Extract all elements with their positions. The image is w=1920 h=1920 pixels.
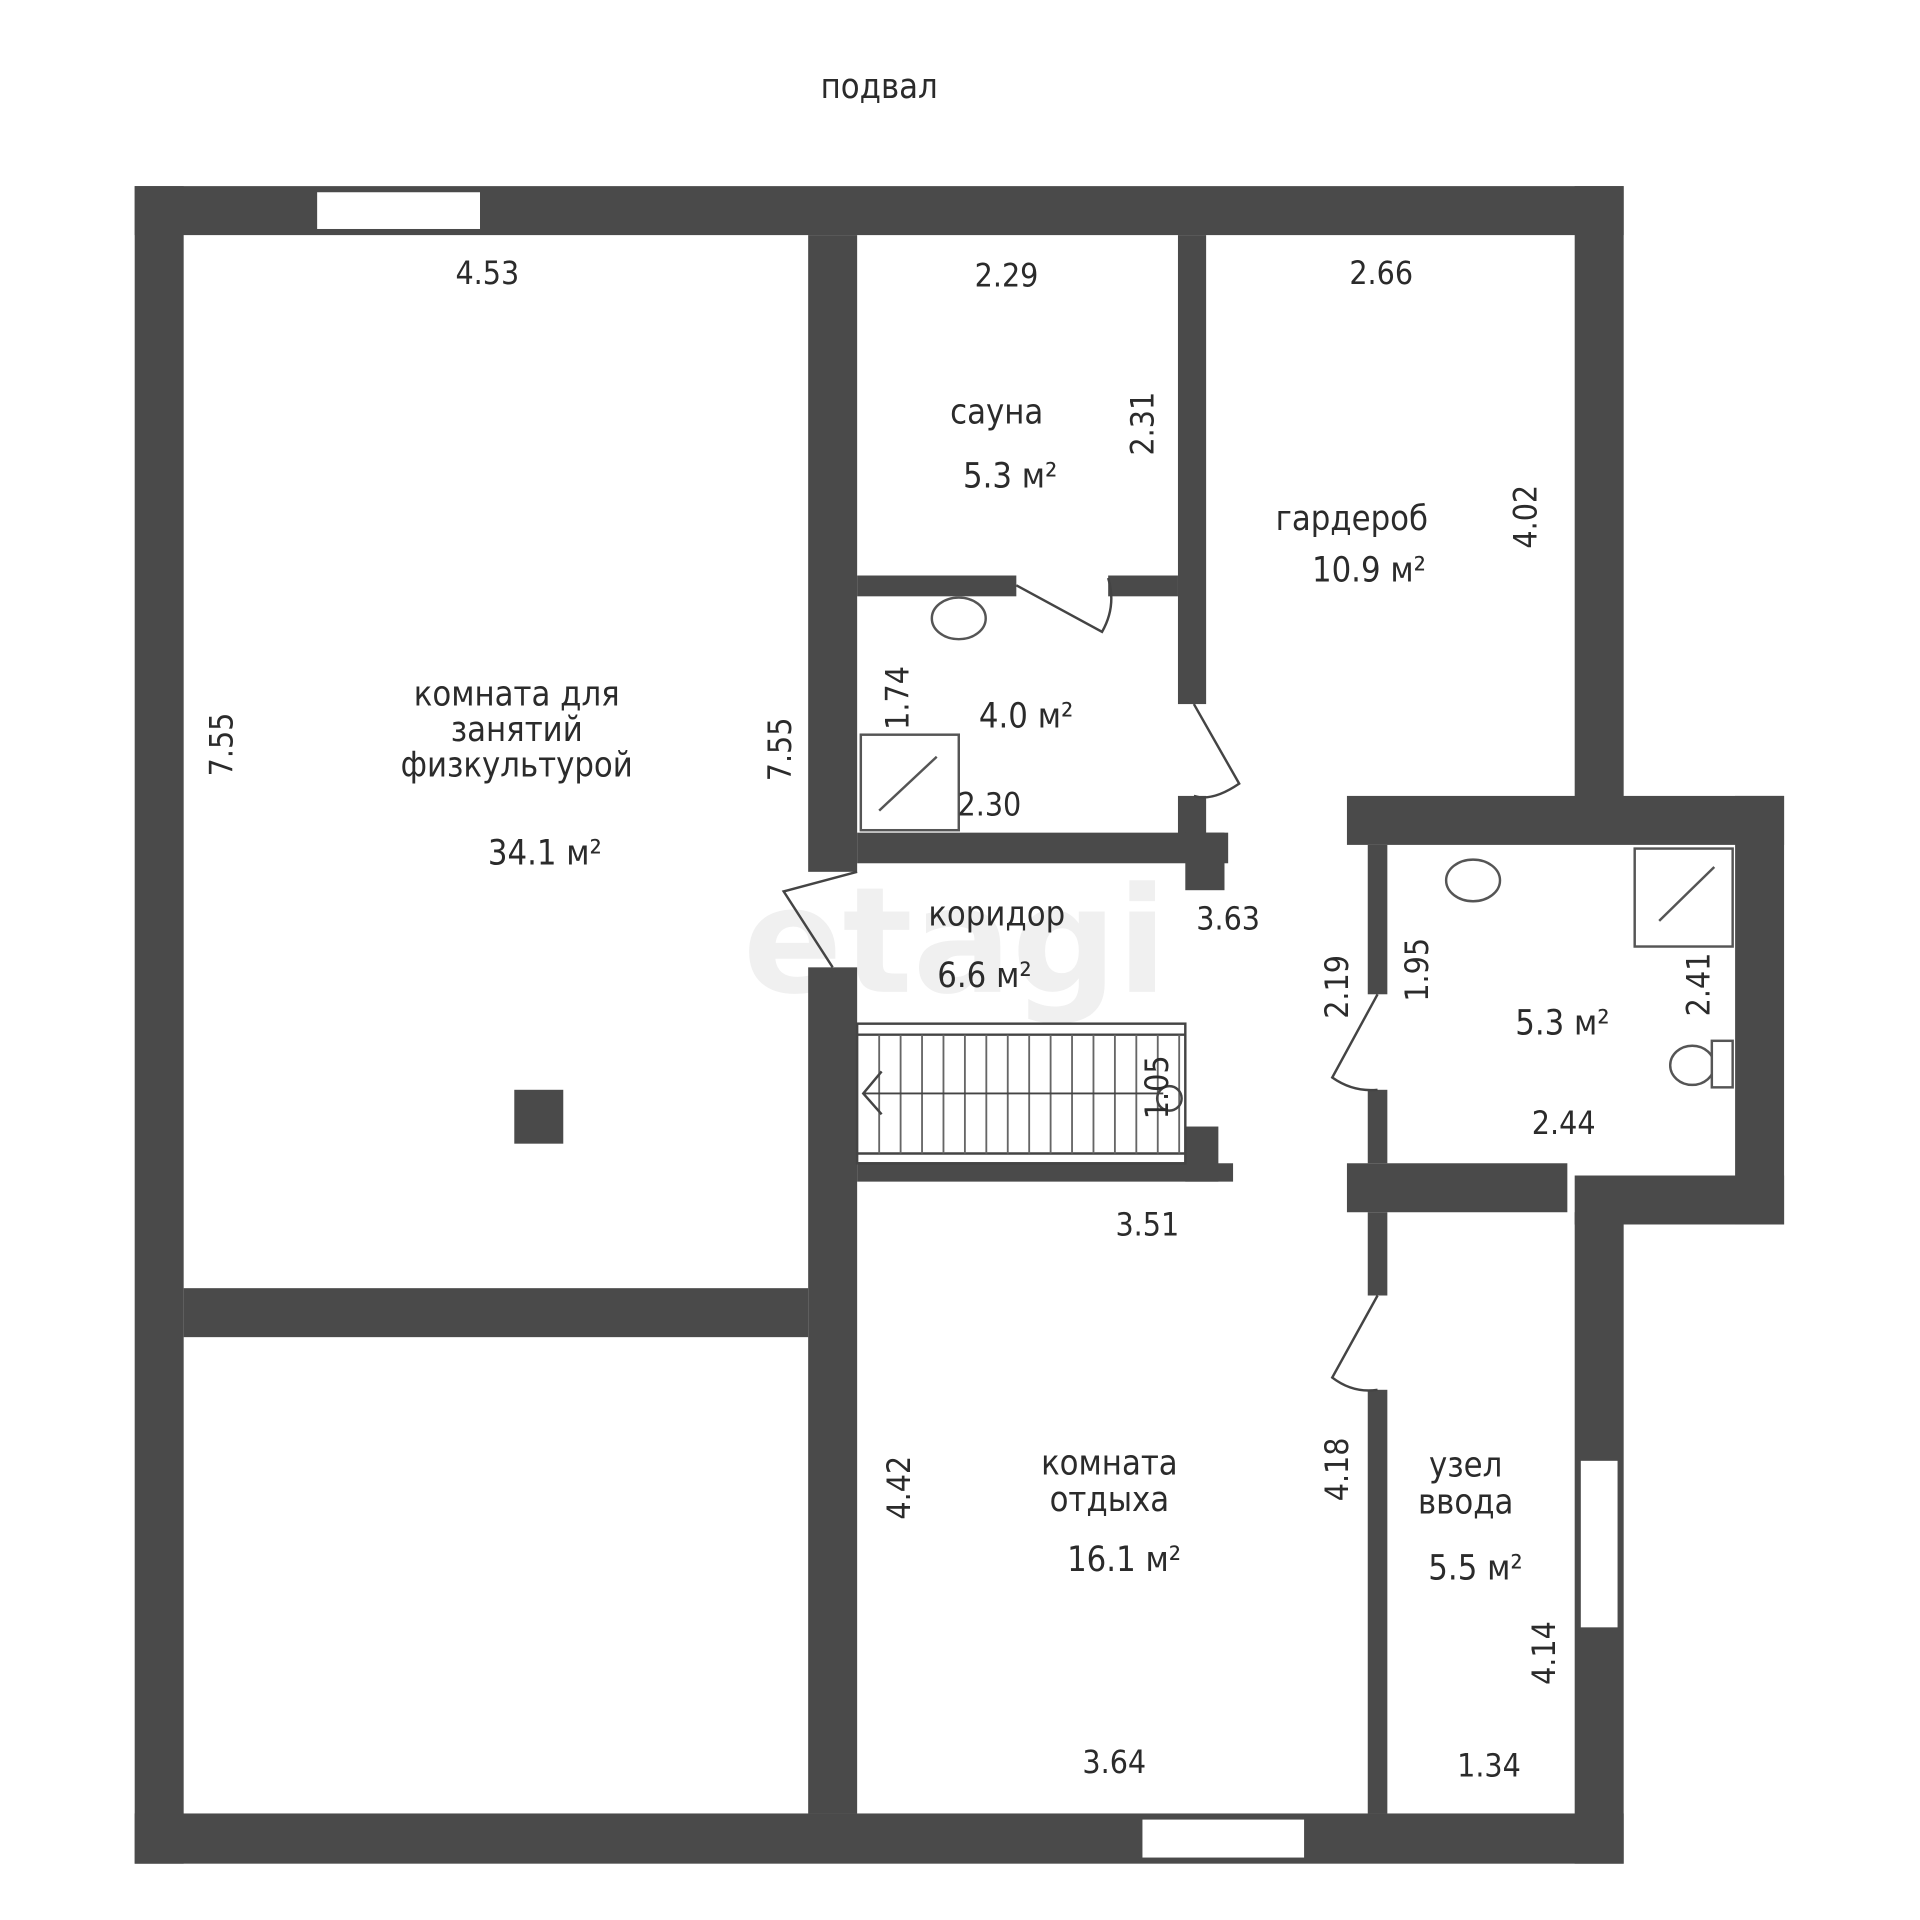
door-utility — [1330, 1294, 1379, 1392]
room-label: узел — [1429, 1446, 1502, 1486]
room-label: коридор — [928, 895, 1065, 935]
door-bath — [1330, 993, 1379, 1092]
dimension: 1.95 — [1398, 938, 1436, 1002]
room-area: 5.5 м² — [1428, 1549, 1522, 1589]
dimension: 2.31 — [1123, 392, 1161, 456]
dimension: 2.29 — [975, 257, 1039, 295]
window-right — [1578, 1458, 1620, 1630]
fixtures — [859, 596, 1734, 1089]
dimension: 3.63 — [1196, 899, 1260, 937]
dimension: 4.53 — [455, 254, 519, 292]
door-wardrobe — [1192, 703, 1241, 799]
doors — [781, 577, 1379, 1392]
room-label: гардероб — [1276, 499, 1428, 539]
room-label: ввода — [1418, 1482, 1513, 1522]
dimension: 1.74 — [879, 666, 917, 730]
room-area: 4.0 м² — [979, 696, 1073, 736]
dimension: 7.55 — [761, 718, 799, 782]
door-sauna — [1015, 577, 1113, 634]
dimension: 2.30 — [958, 786, 1022, 824]
room-label: отдыха — [1050, 1480, 1170, 1520]
dimension: 3.51 — [1115, 1206, 1179, 1244]
room-label: комната для — [414, 674, 620, 714]
door-gym — [781, 870, 858, 969]
dimension: 4.14 — [1525, 1621, 1563, 1685]
dimension: 4.02 — [1507, 485, 1545, 549]
dimension: 1.05 — [1138, 1055, 1176, 1119]
labels: комната для занятий физкультурой 34.1 м²… — [203, 254, 1718, 1785]
room-label: физкультурой — [401, 745, 633, 785]
room-label: сауна — [950, 393, 1043, 433]
sink-icon — [1444, 858, 1502, 903]
dimension: 7.55 — [203, 713, 241, 777]
window-top — [314, 189, 483, 232]
watermark: etagi — [743, 856, 1168, 1027]
room-label: занятий — [451, 710, 583, 750]
dimension: 2.44 — [1532, 1104, 1596, 1142]
room-area: 5.3 м² — [963, 456, 1057, 496]
toilet-icon — [1668, 1044, 1716, 1087]
dimension: 2.41 — [1679, 953, 1717, 1017]
room-area: 6.6 м² — [937, 956, 1031, 996]
room-label: комната — [1041, 1443, 1178, 1483]
stairs-icon — [855, 1022, 1187, 1165]
room-area: 5.3 м² — [1515, 1004, 1609, 1044]
dimension: 4.42 — [880, 1456, 918, 1520]
windows — [314, 189, 1620, 1860]
dimension: 1.34 — [1457, 1747, 1521, 1785]
room-area: 16.1 м² — [1067, 1540, 1181, 1580]
dimension: 3.64 — [1082, 1743, 1146, 1781]
dimension: 2.66 — [1349, 254, 1413, 292]
window-bottom — [1140, 1817, 1307, 1860]
dimension: 4.18 — [1318, 1438, 1356, 1502]
floor-title: подвал — [821, 67, 938, 107]
sink-icon — [930, 596, 987, 641]
dimension: 2.19 — [1318, 955, 1356, 1019]
room-area: 10.9 м² — [1312, 551, 1426, 591]
room-area: 34.1 м² — [488, 833, 602, 873]
